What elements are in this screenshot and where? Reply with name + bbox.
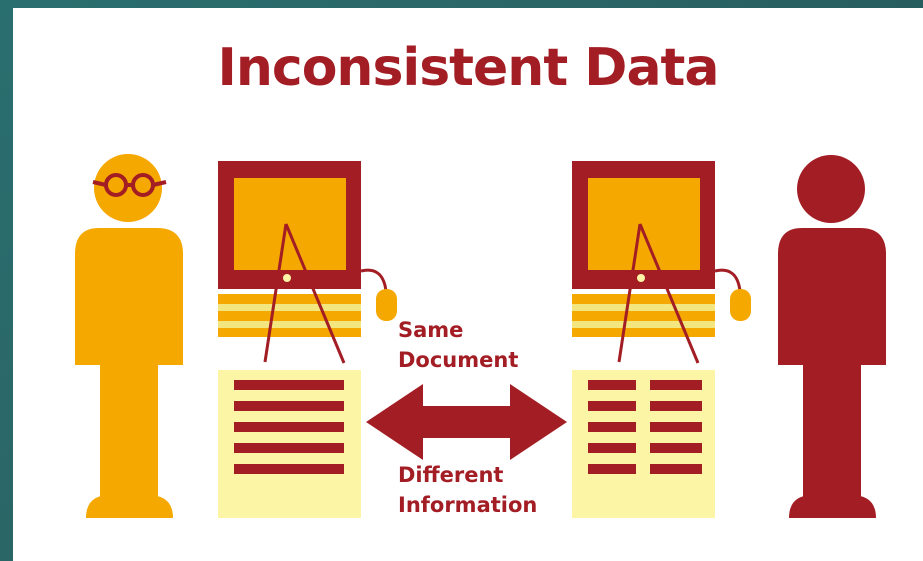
mouse-icon	[360, 268, 397, 321]
mouse-icon	[714, 268, 751, 321]
diff-label-line1: Different	[398, 463, 504, 487]
person-with-glasses-icon	[75, 154, 183, 518]
same-document-label: Same Document	[398, 315, 518, 375]
inconsistent-data-illustration	[75, 154, 886, 518]
slide: Inconsistent Data	[13, 8, 923, 561]
pivot-dot	[637, 274, 645, 282]
slide-title: Inconsistent Data	[217, 38, 720, 98]
double-arrow-icon	[366, 384, 567, 460]
diff-label-line2: Information	[398, 493, 538, 517]
pivot-dot	[283, 274, 291, 282]
same-label-line2: Document	[398, 348, 519, 372]
compass-lines	[617, 223, 700, 364]
same-label-line1: Same	[398, 318, 464, 342]
different-information-label: Different Information	[398, 460, 537, 520]
computer-monitor-icon	[572, 161, 715, 337]
compass-lines	[263, 223, 346, 364]
document-icon	[572, 370, 715, 518]
computer-monitor-icon	[218, 161, 361, 337]
person-icon	[778, 155, 886, 518]
document-icon	[218, 370, 361, 518]
